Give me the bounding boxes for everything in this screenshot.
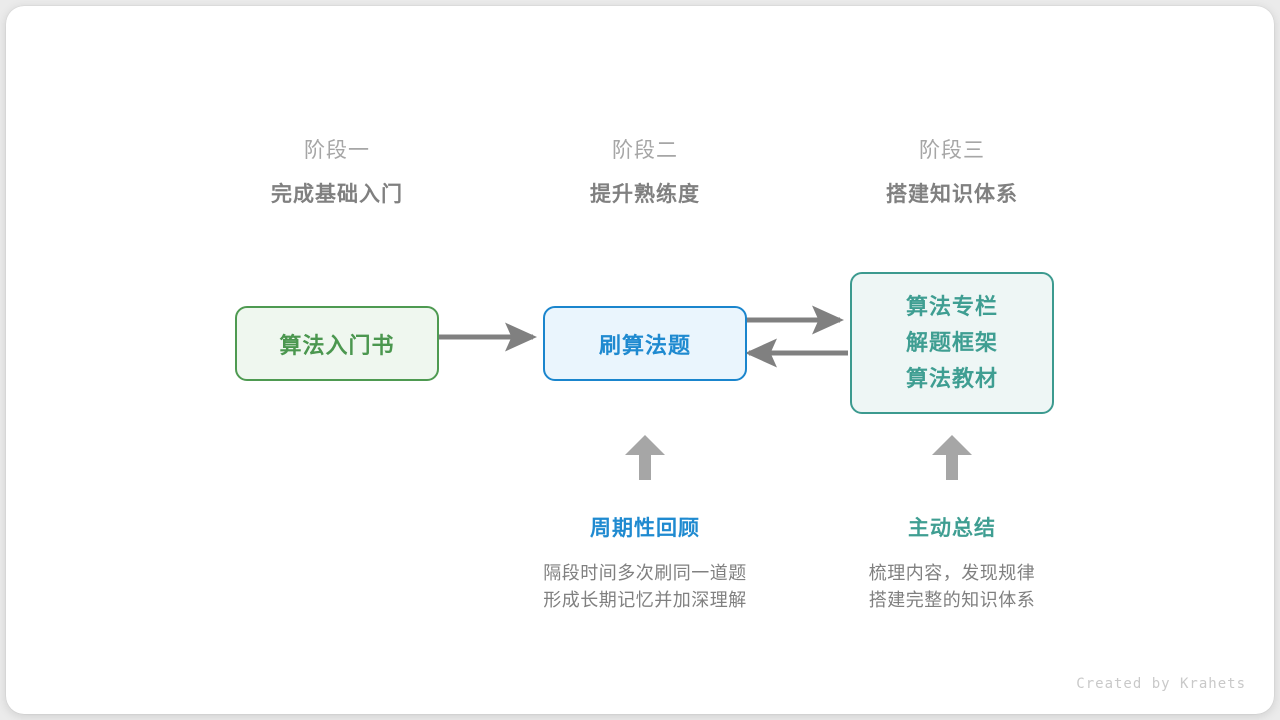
node-practice-label: 刷算法题 xyxy=(598,332,691,358)
note-review-title: 周期性回顾 xyxy=(590,517,700,540)
diagram-canvas: 阶段一 完成基础入门 阶段二 提升熟练度 阶段三 搭建知识体系 xyxy=(6,6,1274,714)
note-summary-body: 梳理内容，发现规律 搭建完整的知识体系 xyxy=(802,560,1102,614)
note-summary-body-line-2: 搭建完整的知识体系 xyxy=(868,590,1036,610)
note-review-body-line-2: 形成长期记忆并加深理解 xyxy=(543,590,747,610)
stage-title-1: 完成基础入门 xyxy=(271,183,403,206)
node-algorithm-intro-book[interactable]: 算法入门书 xyxy=(235,306,439,381)
note-review-body-line-1: 隔段时间多次刷同一道题 xyxy=(543,563,747,583)
stage-number-2: 阶段二 xyxy=(612,139,678,162)
stage-title-3: 搭建知识体系 xyxy=(886,183,1018,206)
stage-header-2: 阶段二 提升熟练度 xyxy=(515,136,775,211)
stage-header-1: 阶段一 完成基础入门 xyxy=(207,136,467,211)
note-summary-body-line-1: 梳理内容，发现规律 xyxy=(868,563,1036,583)
node-resources-line-1: 算法专栏 xyxy=(905,294,998,319)
stage-number-3: 阶段三 xyxy=(919,139,985,162)
stage-title-2: 提升熟练度 xyxy=(590,183,700,206)
note-summary-title: 主动总结 xyxy=(908,517,996,540)
note-active-summary: 主动总结 梳理内容，发现规律 搭建完整的知识体系 xyxy=(802,515,1102,614)
note-review-body: 隔段时间多次刷同一道题 形成长期记忆并加深理解 xyxy=(495,560,795,614)
footer-credit: Created by Krahets xyxy=(1076,676,1246,692)
stage-number-1: 阶段一 xyxy=(304,139,370,162)
stage-header-3: 阶段三 搭建知识体系 xyxy=(822,136,1082,211)
node-resources-line-2: 解题框架 xyxy=(905,330,998,355)
node-learning-resources[interactable]: 算法专栏 解题框架 算法教材 xyxy=(850,272,1054,414)
arrow-up-summary xyxy=(932,435,972,480)
node-book-label: 算法入门书 xyxy=(279,332,395,358)
note-periodic-review: 周期性回顾 隔段时间多次刷同一道题 形成长期记忆并加深理解 xyxy=(495,515,795,614)
arrow-up-review xyxy=(625,435,665,480)
node-practice-problems[interactable]: 刷算法题 xyxy=(543,306,747,381)
node-resources-line-3: 算法教材 xyxy=(905,366,998,391)
